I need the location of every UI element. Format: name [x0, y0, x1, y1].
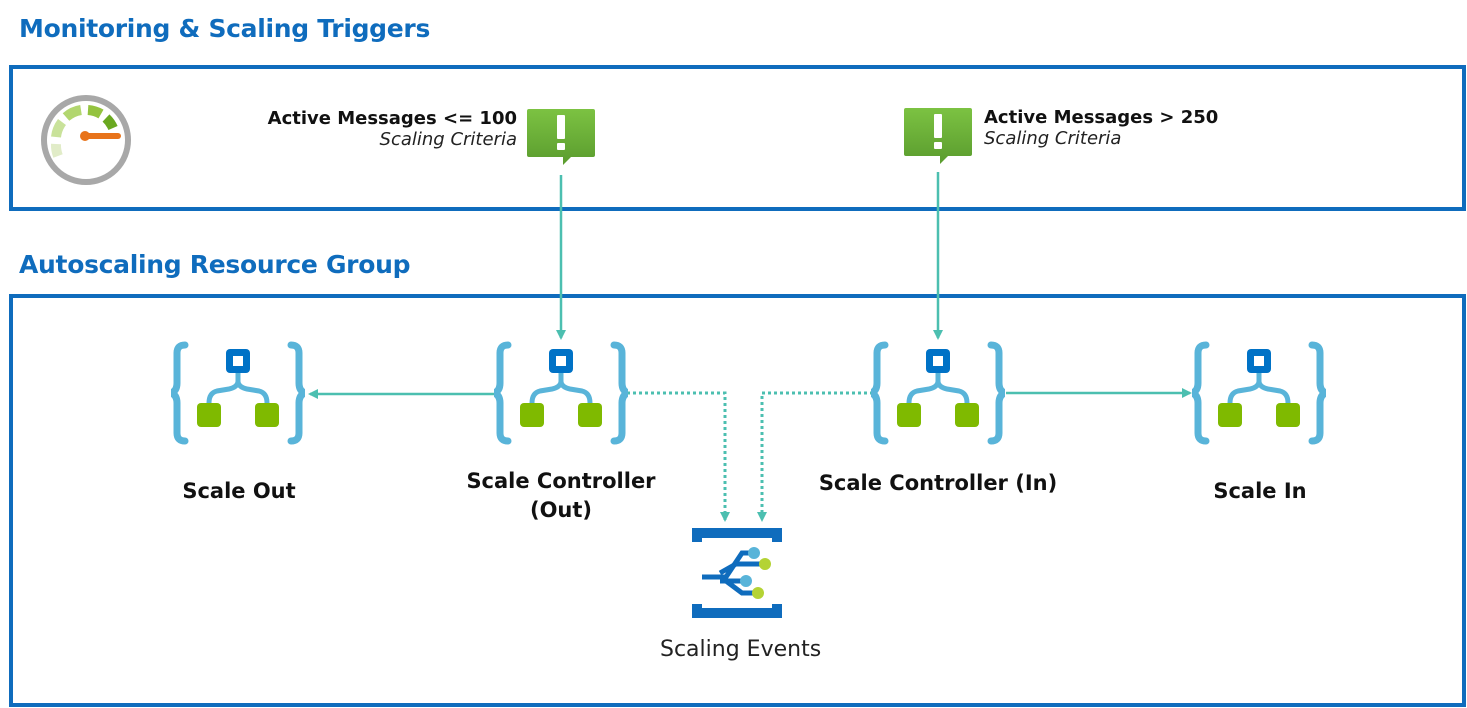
event-grid-icon	[692, 528, 782, 618]
autoscaling-section-title: Autoscaling Resource Group	[19, 250, 411, 279]
event-sink-label: Scaling Events	[660, 637, 822, 662]
monitoring-section-title: Monitoring & Scaling Triggers	[19, 14, 431, 43]
logic-app-icon	[494, 341, 628, 445]
logic-app-icon	[1192, 341, 1326, 445]
node-label-scale-controller-in: Scale Controller (In)	[818, 471, 1058, 495]
logic-app-icon	[171, 341, 305, 445]
alert-icon	[527, 109, 595, 165]
node-label-scale-controller-out-line2: (Out)	[529, 498, 593, 522]
connector-out-to-events	[627, 391, 730, 522]
connector-in-to-events	[757, 391, 873, 522]
node-label-scale-out: Scale Out	[182, 479, 296, 503]
node-label-scale-in: Scale In	[1213, 479, 1307, 503]
trigger-in-caption: Scaling Criteria	[984, 128, 1122, 149]
autoscaling-box	[9, 294, 1466, 707]
alert-icon	[904, 108, 972, 164]
gauge-icon	[41, 95, 131, 185]
trigger-in-condition: Active Messages > 250	[984, 107, 1219, 128]
trigger-out-condition: Active Messages <= 100	[267, 108, 517, 129]
node-label-scale-controller-out-line1: Scale Controller	[466, 469, 656, 493]
logic-app-icon	[871, 341, 1005, 445]
trigger-out-caption: Scaling Criteria	[379, 129, 517, 150]
node-label-scale-controller-out: Scale Controller (Out)	[440, 467, 682, 525]
trigger-in-criteria: Active Messages > 250 Scaling Criteria	[984, 107, 1218, 149]
monitoring-box	[9, 65, 1466, 211]
trigger-out-criteria: Active Messages <= 100 Scaling Criteria	[268, 108, 517, 150]
